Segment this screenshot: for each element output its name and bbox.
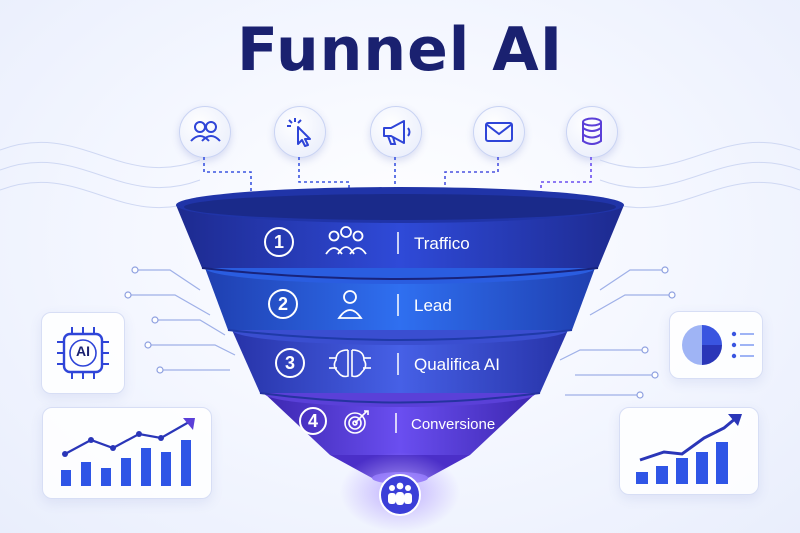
pie-chart-icon — [682, 325, 754, 365]
left-growth-chart-card — [42, 407, 212, 499]
stage-1-content: 1 Traffico — [264, 226, 470, 257]
stage-label: Conversione — [411, 416, 495, 433]
brain-circuit-icon — [329, 349, 371, 378]
stage-2-content: 2 Lead — [268, 289, 452, 319]
growth-chart-icon — [636, 414, 742, 484]
stage-3-content: 3 Qualifica AI — [275, 348, 500, 378]
stage-number: 3 — [285, 353, 295, 373]
circuit-nodes-left — [124, 266, 164, 374]
cursor-click-icon[interactable] — [274, 106, 326, 158]
growth-chart-icon — [61, 418, 195, 486]
ai-chip-card: AI — [41, 312, 125, 394]
megaphone-icon[interactable] — [370, 106, 422, 158]
page-title: Funnel AI — [236, 15, 564, 85]
background-waves — [0, 141, 800, 209]
circuit-traces-left — [128, 269, 236, 371]
right-growth-chart-card — [619, 407, 759, 495]
stage-number: 2 — [278, 294, 288, 314]
users-icon[interactable] — [179, 106, 231, 158]
output-node[interactable] — [340, 452, 460, 532]
stage-label: Lead — [414, 296, 452, 315]
user-icon — [337, 290, 363, 319]
stage-number: 4 — [308, 411, 318, 431]
stage-number: 1 — [274, 232, 284, 252]
group-icon — [325, 226, 367, 255]
circuit-nodes-right — [636, 266, 676, 399]
target-icon — [344, 410, 369, 434]
team-icon — [388, 482, 412, 505]
stage-label: Traffico — [414, 234, 470, 253]
ai-chip-text: AI — [76, 343, 90, 359]
pie-chart-card — [669, 311, 763, 379]
circuit-traces-right — [559, 269, 672, 396]
ai-chip-icon — [57, 327, 109, 379]
stage-label: Qualifica AI — [414, 355, 500, 374]
stage-4-content: 4 Conversione — [299, 407, 495, 435]
funnel-stage-1[interactable] — [176, 187, 624, 280]
database-icon[interactable] — [566, 106, 618, 158]
mail-icon[interactable] — [473, 106, 525, 158]
